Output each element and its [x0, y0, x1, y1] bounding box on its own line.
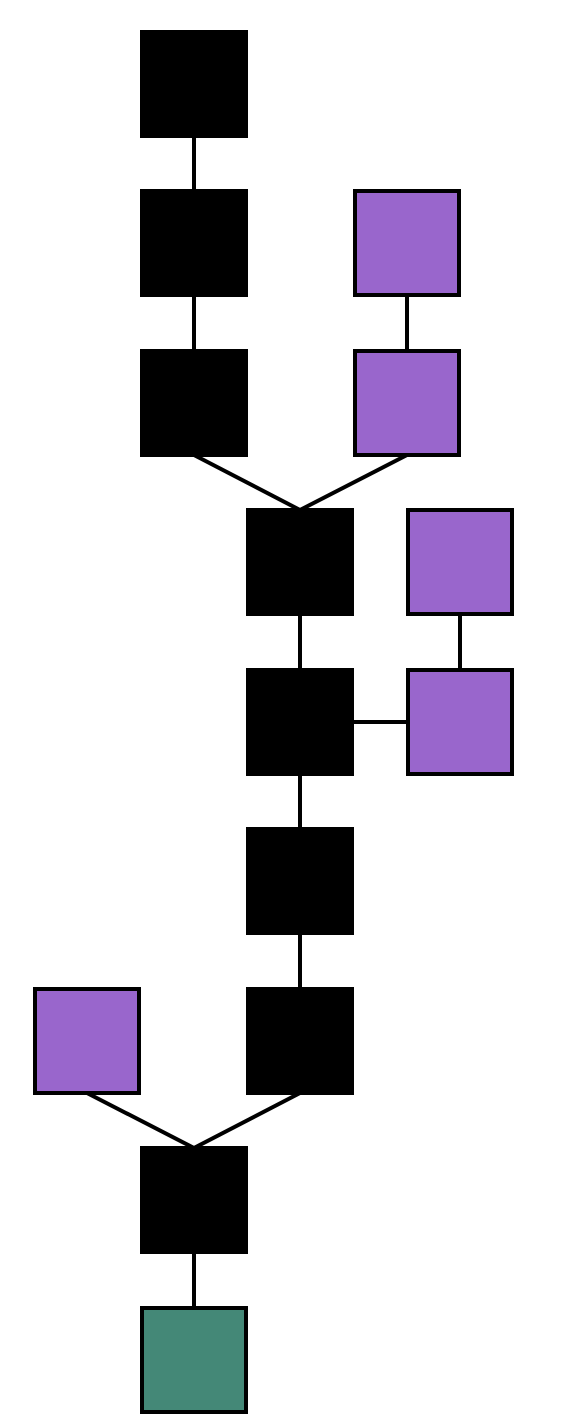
node-black-n7 — [246, 987, 354, 1095]
node-purple-p3 — [406, 508, 514, 616]
node-black-n8 — [140, 1146, 248, 1254]
node-black-n2 — [140, 189, 248, 297]
edge-p2-n4 — [299, 453, 408, 512]
node-black-n5 — [246, 668, 354, 776]
node-purple-p1 — [353, 189, 461, 297]
node-black-n4 — [246, 508, 354, 616]
node-black-n6 — [246, 827, 354, 935]
nodes-layer — [33, 30, 514, 1414]
edge-n3-n4 — [193, 453, 301, 512]
node-black-n3 — [140, 349, 248, 457]
node-purple-p2 — [353, 349, 461, 457]
node-purple-p4 — [406, 668, 514, 776]
edges-layer — [86, 136, 462, 1308]
node-black-n1 — [140, 30, 248, 138]
node-purple-p5 — [33, 987, 141, 1095]
node-teal-t1 — [140, 1306, 248, 1414]
edge-p5-n8 — [86, 1091, 195, 1150]
edge-n7-n8 — [193, 1091, 301, 1150]
